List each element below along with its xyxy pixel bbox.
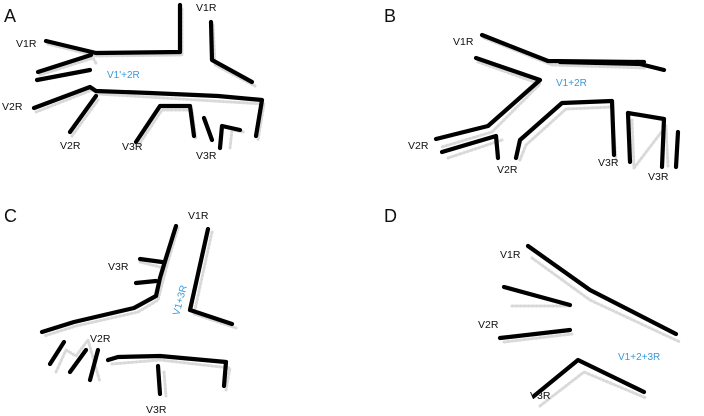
panel-a-label-v2r-bottom: V2R xyxy=(60,140,81,152)
panel-d-letter: D xyxy=(384,206,397,226)
panel-b-vessels xyxy=(433,32,681,170)
panel-c-label-v3r-top: V3R xyxy=(108,261,129,273)
panel-c-vessels xyxy=(39,223,235,397)
panel-d-label-v3r: V3R xyxy=(530,390,551,402)
panel-a-center-label: V1'+2R xyxy=(107,70,140,81)
panel-a-label-v1r-top: V1R xyxy=(196,2,217,14)
panel-a: A V1'+2R V1R V1R V2R V2R V3R V3R xyxy=(2,2,266,162)
panel-c-shadows xyxy=(42,226,238,398)
panel-b-label-v3r-right: V3R xyxy=(648,171,669,183)
panel-c-label-v3r-bottom: V3R xyxy=(146,404,167,416)
panel-d-center-label: V1+2+3R xyxy=(618,352,660,363)
panel-b-center-label: V1+2R xyxy=(556,78,587,89)
panel-b-label-v3r-mid: V3R xyxy=(598,157,619,169)
panel-a-letter: A xyxy=(4,6,16,26)
panel-a-label-v1r-left: V1R xyxy=(16,38,37,50)
panel-c-label-v2r: V2R xyxy=(90,333,111,345)
panel-d: D V1+2+3R V1R V2R V3R xyxy=(384,206,682,408)
panel-a-label-v3r-mid: V3R xyxy=(122,141,143,153)
panel-d-shadows xyxy=(502,256,682,408)
panel-c-label-v1r: V1R xyxy=(188,210,209,222)
panel-b-letter: B xyxy=(384,6,396,26)
panel-c-center-label: V1+3R xyxy=(171,284,190,317)
panel-d-label-v2r: V2R xyxy=(478,319,499,331)
panel-a-label-v3r-right: V3R xyxy=(196,150,217,162)
panel-b: B V1+2R V1R V2R V2R V3R V3R xyxy=(384,6,681,183)
panel-a-label-v2r-left: V2R xyxy=(2,101,23,113)
panel-c: C V1+3R V1R V3R V2R V3R xyxy=(4,206,238,416)
panel-b-label-v2r-bottom: V2R xyxy=(497,164,518,176)
panel-b-label-v1r: V1R xyxy=(453,36,474,48)
panel-c-letter: C xyxy=(4,206,17,226)
panel-b-label-v2r-left: V2R xyxy=(408,140,429,152)
panel-d-label-v1r: V1R xyxy=(500,249,521,261)
panel-a-vessels xyxy=(31,2,265,151)
panel-d-vessels xyxy=(497,243,679,399)
